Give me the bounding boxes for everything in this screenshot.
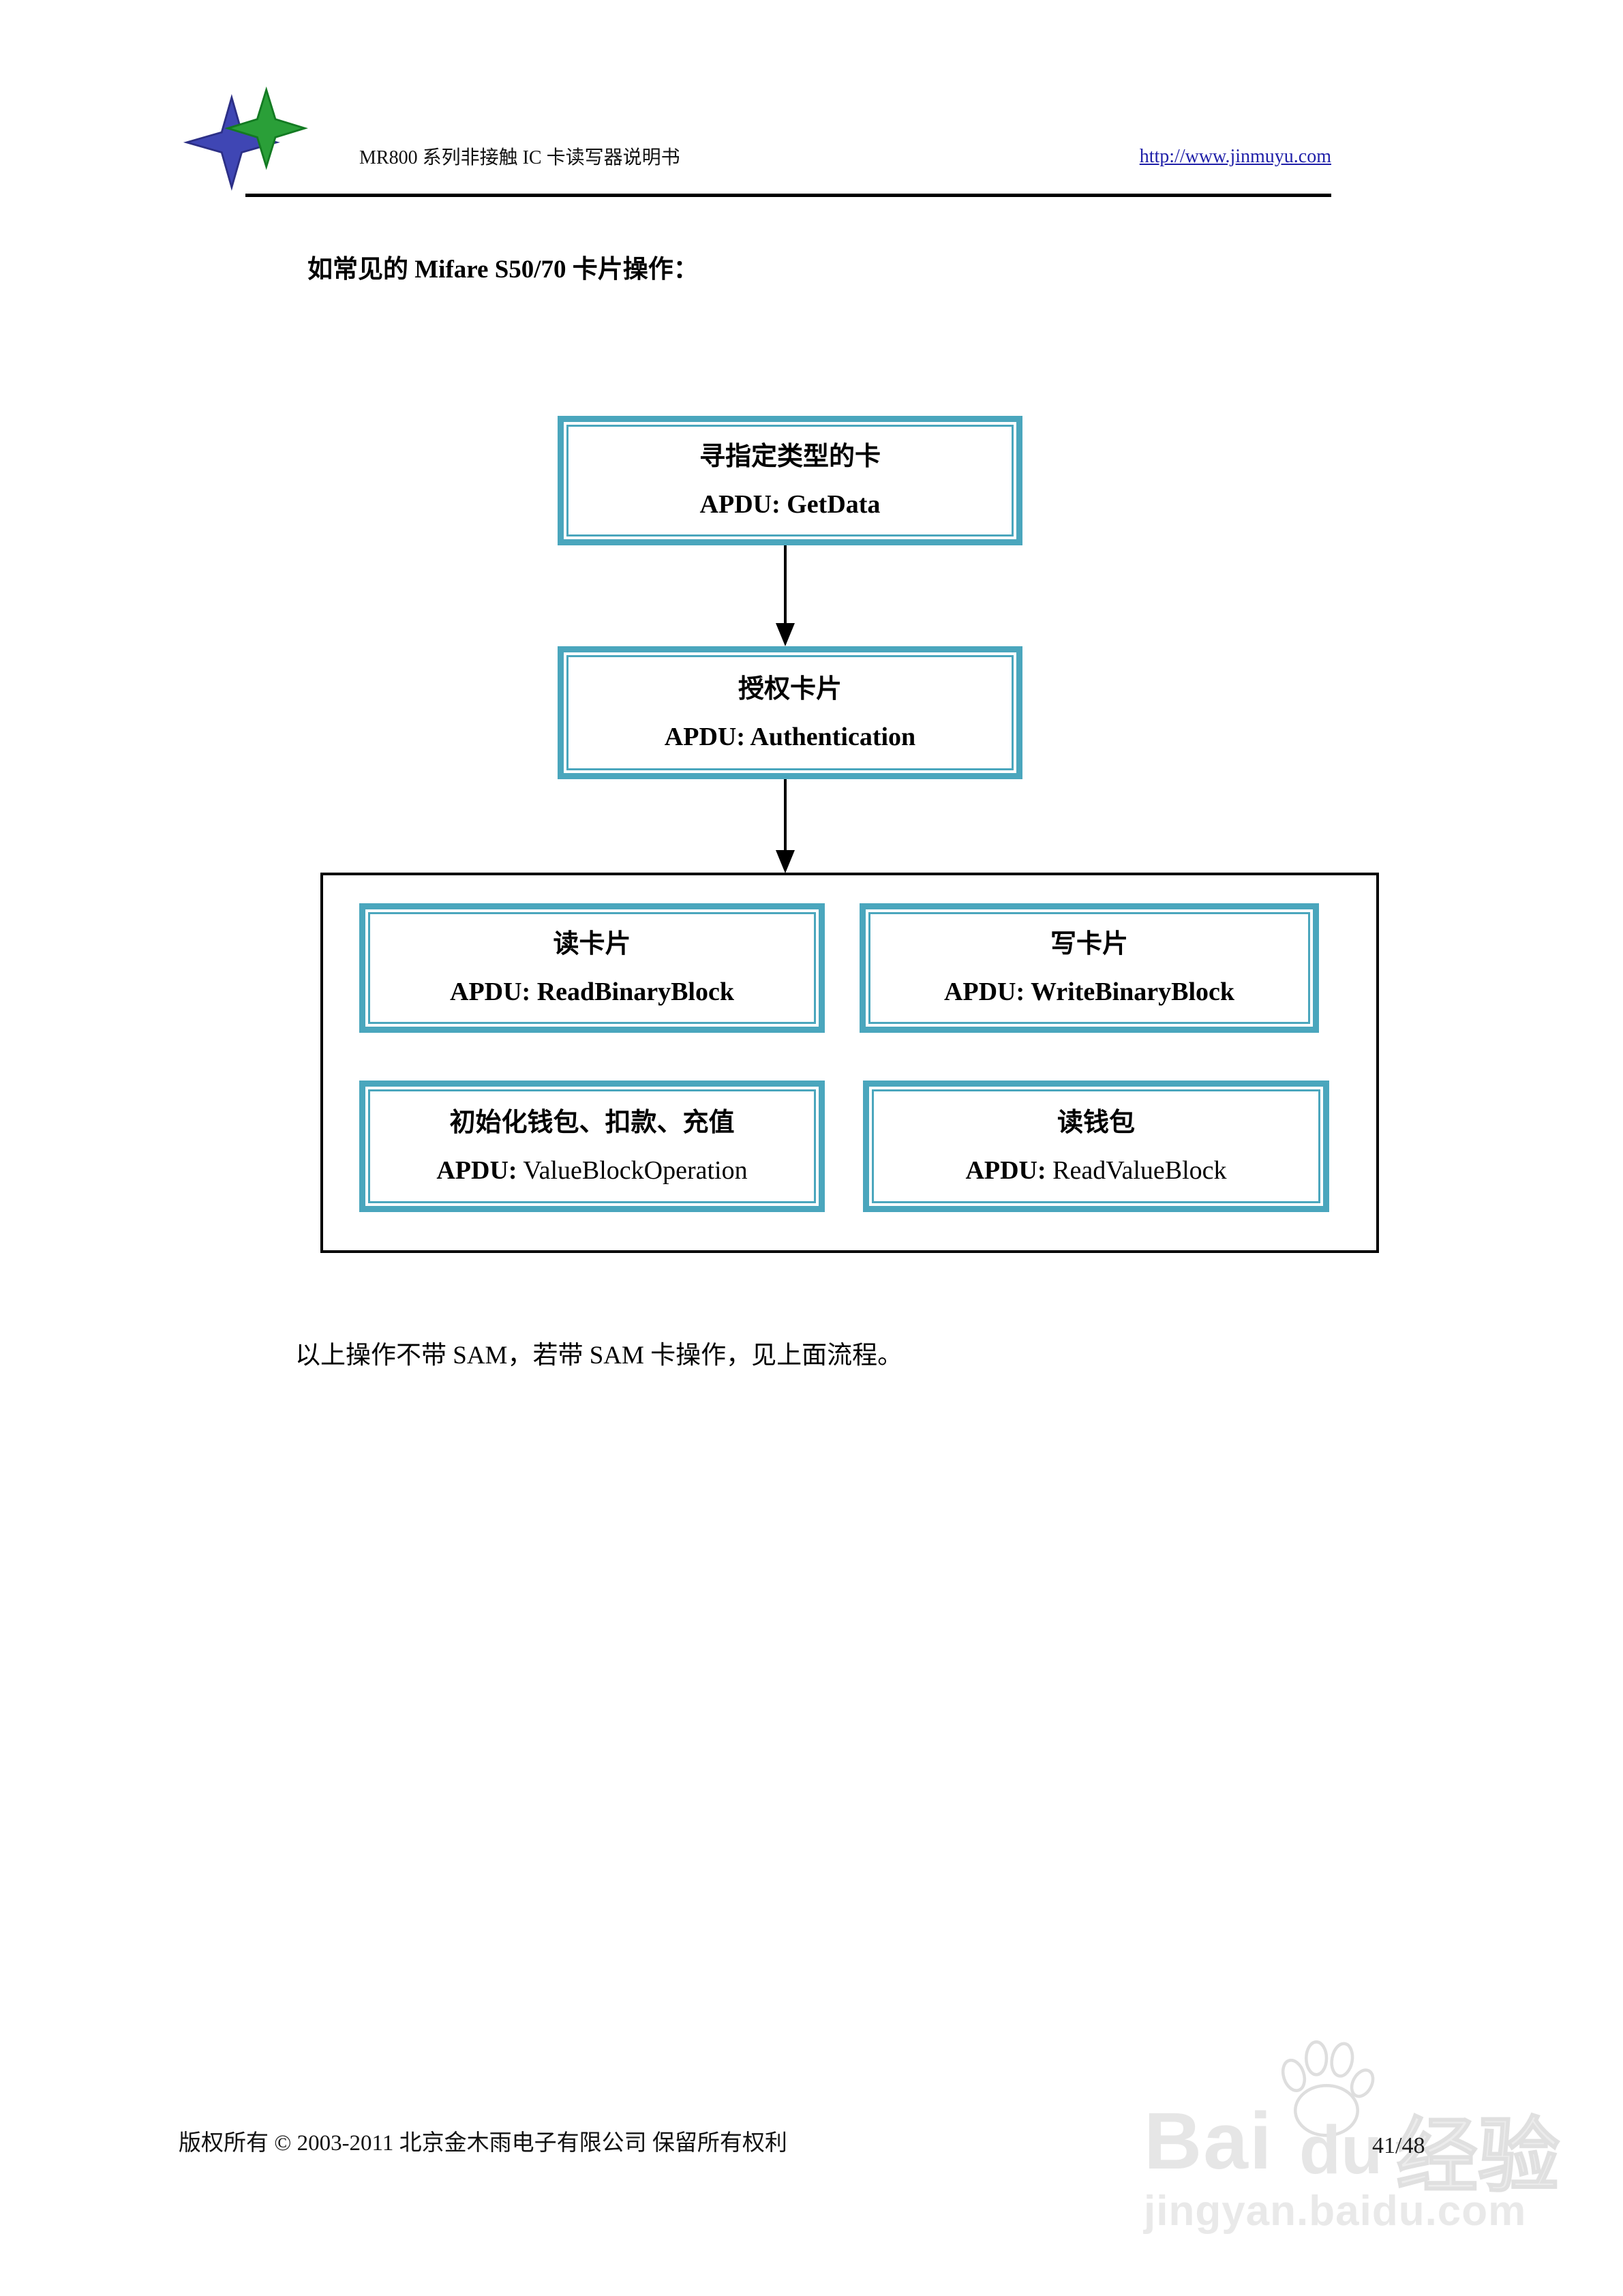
operations-group-box: 读卡片 APDU: ReadBinaryBlock 写卡片 APDU: Writ…	[320, 873, 1379, 1253]
node-command: APDU: ValueBlockOperation	[436, 1155, 747, 1185]
node-title: 初始化钱包、扣款、充值	[449, 1108, 735, 1137]
apdu-value: ValueBlockOperation	[517, 1155, 748, 1185]
node-command: APDU: GetData	[700, 489, 881, 519]
baidu-watermark: Bai du 经验 jingyan.baidu.com	[1144, 2035, 1560, 2235]
watermark-brand-bai: Bai	[1144, 2096, 1273, 2186]
apdu-value: ReadValueBlock	[1046, 1155, 1227, 1185]
apdu-label: APDU:	[450, 978, 531, 1006]
apdu-value: WriteBinaryBlock	[1025, 978, 1235, 1006]
watermark-site-url: jingyan.baidu.com	[1144, 2188, 1527, 2235]
watermark-brand-du: du	[1299, 2112, 1383, 2188]
node-command: APDU: Authentication	[665, 722, 915, 752]
website-link[interactable]: http://www.jinmuyu.com	[1139, 146, 1331, 167]
node-title: 读卡片	[553, 930, 631, 958]
flow-node-read-card: 读卡片 APDU: ReadBinaryBlock	[359, 903, 825, 1033]
apdu-label: APDU:	[943, 978, 1025, 1006]
apdu-value: ReadBinaryBlock	[530, 978, 734, 1006]
node-command: APDU: WriteBinaryBlock	[944, 977, 1234, 1007]
apdu-value: Authentication	[745, 722, 916, 751]
node-title: 写卡片	[1050, 930, 1128, 958]
intro-text: 如常见的 Mifare S50/70 卡片操作：	[307, 256, 699, 284]
flow-node-authenticate-card: 授权卡片 APDU: Authentication	[558, 646, 1022, 779]
footer-copyright: 版权所有 © 2003-2011 北京金木雨电子有限公司 保留所有权利	[179, 2131, 787, 2156]
apdu-label: APDU:	[436, 1155, 517, 1185]
jinmuyu-logo-icon	[183, 86, 308, 191]
apdu-label: APDU:	[965, 1155, 1046, 1185]
node-command: APDU: ReadValueBlock	[965, 1155, 1226, 1185]
header-divider	[245, 194, 1331, 197]
flow-node-value-operation: 初始化钱包、扣款、充值 APDU: ValueBlockOperation	[359, 1081, 825, 1212]
flow-node-write-card: 写卡片 APDU: WriteBinaryBlock	[860, 903, 1319, 1033]
node-title: 寻指定类型的卡	[699, 442, 881, 471]
apdu-label: APDU:	[664, 722, 745, 751]
flow-node-seek-card: 寻指定类型的卡 APDU: GetData	[558, 416, 1022, 545]
node-title: 读钱包	[1057, 1108, 1135, 1137]
flow-node-read-value: 读钱包 APDU: ReadValueBlock	[863, 1081, 1329, 1212]
down-arrow-icon	[776, 545, 795, 646]
apdu-value: GetData	[780, 490, 881, 519]
node-command: APDU: ReadBinaryBlock	[450, 977, 734, 1007]
document-title: MR800 系列非接触 IC 卡读写器说明书	[359, 147, 680, 168]
closing-text: 以上操作不带 SAM，若带 SAM 卡操作，见上面流程。	[295, 1342, 903, 1370]
page-number: 41/48	[1372, 2133, 1425, 2158]
node-title: 授权卡片	[738, 674, 842, 704]
down-arrow-icon	[776, 779, 795, 873]
apdu-label: APDU:	[699, 490, 780, 519]
baidu-paw-icon	[1281, 2040, 1375, 2137]
watermark-brand-suffix: 经验	[1395, 2110, 1560, 2203]
